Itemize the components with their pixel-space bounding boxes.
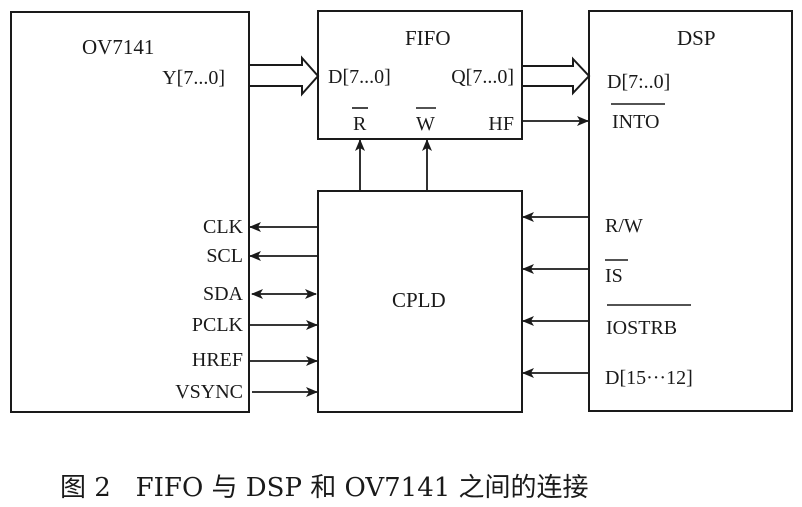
pin-label-pclk: PCLK	[192, 314, 244, 336]
cpld-block	[317, 190, 523, 413]
pin-label-d15-12: D[15···12]	[605, 367, 693, 389]
dsp-pin-labels: R/W IS IOSTRB D[15···12]	[605, 215, 693, 389]
cpld-title: CPLD	[392, 288, 446, 312]
fifo-to-dsp-bus-arrow	[521, 56, 591, 96]
fifo-hf-label: HF	[488, 113, 514, 135]
ov7141-to-fifo-bus-arrow	[248, 55, 320, 97]
dsp-block	[588, 10, 793, 412]
figure-caption: 图 2 FIFO 与 DSP 和 OV7141 之间的连接	[60, 473, 589, 503]
dsp-into-label: INTO	[612, 111, 659, 133]
dsp-title: DSP	[677, 26, 716, 50]
fifo-d-bus-label: D[7...0]	[328, 66, 391, 88]
ov7141-block	[10, 11, 250, 413]
fifo-read-label: R	[353, 113, 367, 135]
ov7141-pin-labels: CLK SCL SDA PCLK HREF VSYNC	[175, 216, 243, 403]
ov7141-y-bus-label: Y[7...0]	[162, 67, 225, 89]
dsp-d-bus-label: D[7:..0]	[607, 71, 670, 93]
fifo-write-label: W	[416, 113, 435, 135]
pin-label-vsync: VSYNC	[175, 381, 243, 403]
pin-label-iostrb: IOSTRB	[606, 317, 677, 339]
pin-label-is: IS	[605, 265, 623, 287]
pin-label-scl: SCL	[206, 245, 243, 267]
fifo-q-bus-label: Q[7...0]	[451, 66, 514, 88]
ov7141-title: OV7141	[82, 35, 154, 59]
pin-label-clk: CLK	[203, 216, 244, 238]
fifo-title: FIFO	[405, 26, 451, 50]
pin-label-sda: SDA	[203, 283, 244, 305]
pin-label-href: HREF	[192, 349, 243, 371]
pin-label-rw: R/W	[605, 215, 643, 237]
